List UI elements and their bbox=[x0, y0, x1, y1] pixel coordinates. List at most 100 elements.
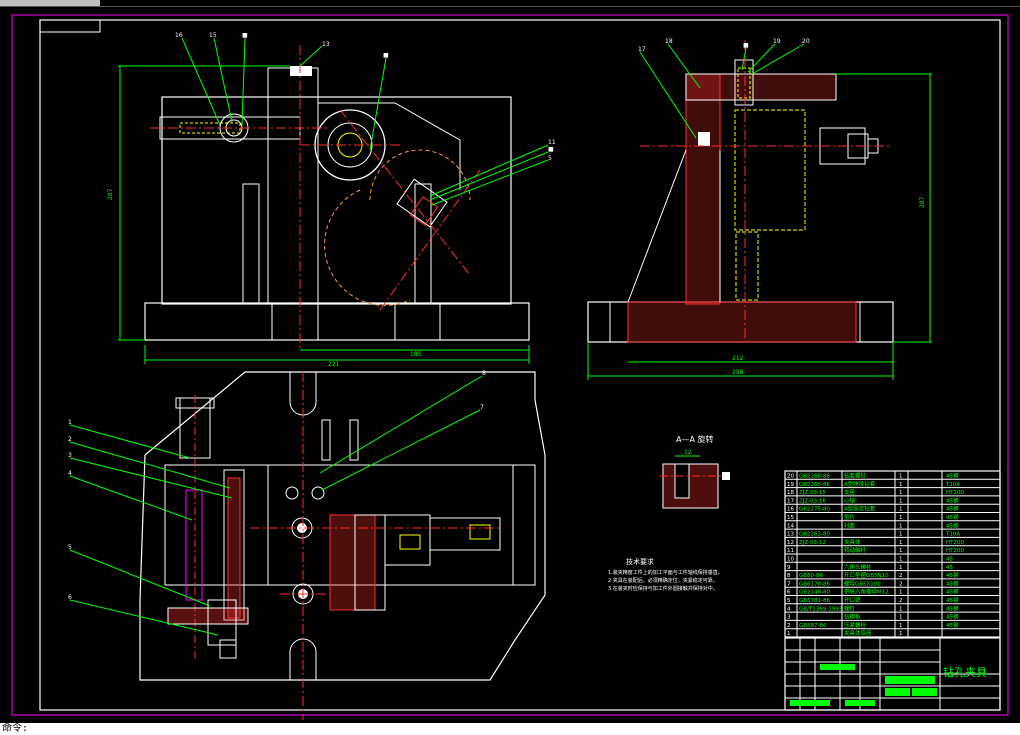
bom-cell-name: 螺母GB5X100 bbox=[844, 579, 881, 587]
bom-cell-mat: 45钢 bbox=[946, 472, 959, 480]
bom-cell-mat: 45 bbox=[946, 565, 953, 571]
bom-cell-code: GB2268-86 bbox=[799, 474, 831, 480]
bom-cell-mat: HT200 bbox=[946, 490, 964, 496]
front-view bbox=[118, 37, 549, 364]
section-dim: 12 bbox=[684, 449, 692, 456]
bom-cell-qty: 1 bbox=[899, 532, 903, 538]
tech-req-title: 技术要求 bbox=[626, 557, 654, 566]
callout-plan-4: 4 bbox=[68, 470, 72, 477]
bom-cell-name: 转动轴杆 bbox=[844, 546, 867, 554]
bom-cell-mat: T10A bbox=[945, 482, 960, 488]
bom-cell-name: 心轴 bbox=[844, 496, 856, 504]
bom-cell-name: 开口垫圈GB5N10 bbox=[844, 571, 889, 579]
bom-cell-qty: 1 bbox=[899, 474, 903, 480]
bom-cell-no: 17 bbox=[787, 498, 794, 504]
bom-cell-no: 5 bbox=[787, 598, 791, 604]
bom-cell-qty: 1 bbox=[899, 606, 903, 612]
bom-cell-qty: 1 bbox=[899, 507, 903, 513]
bom-cell-code: GB2263-80 bbox=[799, 532, 831, 538]
section-label: A—A 旋转 bbox=[676, 434, 714, 444]
drawing-frame bbox=[39, 19, 1001, 711]
bom-cell-mat: 45钢 bbox=[946, 596, 959, 604]
bom-cell-name: 夹具体 bbox=[844, 538, 861, 546]
bom-cell-no: 3 bbox=[787, 615, 791, 621]
bom-cell-name: 开口销 bbox=[844, 596, 861, 604]
bom-cell-name: A型快换钻套 bbox=[844, 480, 876, 488]
bom-cell-no: 2 bbox=[787, 623, 791, 629]
bom-cell-name: 支座 bbox=[844, 488, 856, 496]
title-bar-strip bbox=[0, 0, 1020, 7]
callout-plan-1: 1 bbox=[68, 419, 72, 426]
side-view bbox=[587, 40, 932, 380]
callout-front-5: 5 bbox=[548, 155, 552, 162]
dim-side-width1: 212 bbox=[732, 355, 744, 362]
callout-side-a: ■ bbox=[743, 42, 749, 49]
callout-front-13: 13 bbox=[322, 41, 330, 48]
section-a-a bbox=[660, 455, 730, 509]
tech-req-line-1: 1.装夹精度工件上的加工平面与工件轴线保持垂直。 bbox=[608, 569, 723, 576]
bom-cell-qty: 1 bbox=[899, 482, 903, 488]
bom-cell-name: 六角头螺柱 bbox=[844, 563, 872, 571]
bom-cell-no: 8 bbox=[787, 573, 791, 579]
callout-plan-3: 3 bbox=[68, 452, 72, 459]
bom-cell-code: GB/T1369-1993 bbox=[799, 606, 843, 612]
callout-side-18: 18 bbox=[665, 38, 673, 45]
dim-side-height: 287 bbox=[919, 196, 926, 208]
bom-cell-no: 14 bbox=[787, 523, 794, 529]
bom-cell-mat: T10A bbox=[945, 532, 960, 538]
tech-req-line-3: 3.在装夹时应保持与加工件外圆接触并保持对中。 bbox=[608, 585, 718, 592]
bom-cell-no: 6 bbox=[787, 590, 791, 596]
bom-cell-qty: 1 bbox=[899, 540, 903, 546]
bom-cell-name: 钻套螺钉 bbox=[844, 472, 867, 480]
callout-plan-7: 7 bbox=[480, 404, 484, 411]
callout-front-a: ■ bbox=[242, 32, 248, 39]
callout-side-19: 19 bbox=[773, 38, 781, 45]
bom-cell-no: 19 bbox=[787, 482, 794, 488]
bom-cell-qty: 2 bbox=[899, 598, 903, 604]
bom-cell-mat: 45钢 bbox=[946, 505, 959, 513]
bom-cell-qty: 1 bbox=[899, 623, 903, 629]
dim-front-mid: 185 bbox=[410, 351, 422, 358]
bom-cell-mat: 45钢 bbox=[946, 613, 959, 621]
callout-front-15: 15 bbox=[209, 32, 217, 39]
bom-cell-qty: 1 bbox=[899, 515, 903, 521]
command-prompt: 命令: bbox=[2, 723, 29, 734]
bom-cell-no: 11 bbox=[787, 548, 794, 554]
bom-cell-code: GB887-86 bbox=[799, 623, 827, 629]
bom-cell-mat: 45钢 bbox=[946, 496, 959, 504]
bom-cell-qty: 1 bbox=[899, 523, 903, 529]
bom-cell-code: GB5781-86 bbox=[799, 598, 831, 604]
bom-cell-no: 20 bbox=[787, 474, 794, 480]
bom-cell-qty: 1 bbox=[899, 565, 903, 571]
bom-cell-name: 螺钉 bbox=[844, 604, 856, 612]
bom-cell-mat: 45钢 bbox=[946, 521, 959, 529]
bom-cell-mat: 45 bbox=[946, 557, 953, 563]
tech-req-line-2: 2.夹具在装配后，必须精确定位，夹紧稳定可靠。 bbox=[608, 577, 718, 584]
dim-side-width2: 258 bbox=[732, 369, 744, 376]
dim-front-width: 221 bbox=[328, 361, 340, 368]
bom-cell-no: 1 bbox=[787, 631, 791, 637]
callout-plan-8: 8 bbox=[482, 370, 486, 377]
callout-front-11: 11 bbox=[548, 139, 556, 146]
bom-cell-code: GB2265-86 bbox=[799, 482, 831, 488]
bom-cell-name: 压紧螺栓 bbox=[844, 621, 867, 629]
callout-side-17: 17 bbox=[638, 46, 646, 53]
bom-cell-qty: 1 bbox=[899, 498, 903, 504]
callout-side-20: 20 bbox=[802, 38, 810, 45]
bom-cell-qty: 1 bbox=[899, 548, 903, 554]
bom-cell-qty: 2 bbox=[899, 581, 903, 587]
bom-cell-name: 垫片 bbox=[844, 513, 855, 521]
bom-cell-no: 15 bbox=[787, 515, 794, 521]
window-tab[interactable] bbox=[0, 0, 100, 6]
bom-cell-code: GB80-86 bbox=[799, 573, 824, 579]
command-line[interactable]: 命令: bbox=[0, 723, 1020, 735]
callout-front-b: ■ bbox=[383, 52, 389, 59]
sheet-border bbox=[11, 14, 1009, 716]
bom-cell-mat: 45钢 bbox=[946, 513, 959, 521]
drawing-title: 钻孔夹具 bbox=[943, 665, 987, 679]
bom-cell-no: 9 bbox=[787, 565, 791, 571]
plan-view bbox=[69, 371, 546, 720]
bom-cell-no: 7 bbox=[787, 581, 791, 587]
